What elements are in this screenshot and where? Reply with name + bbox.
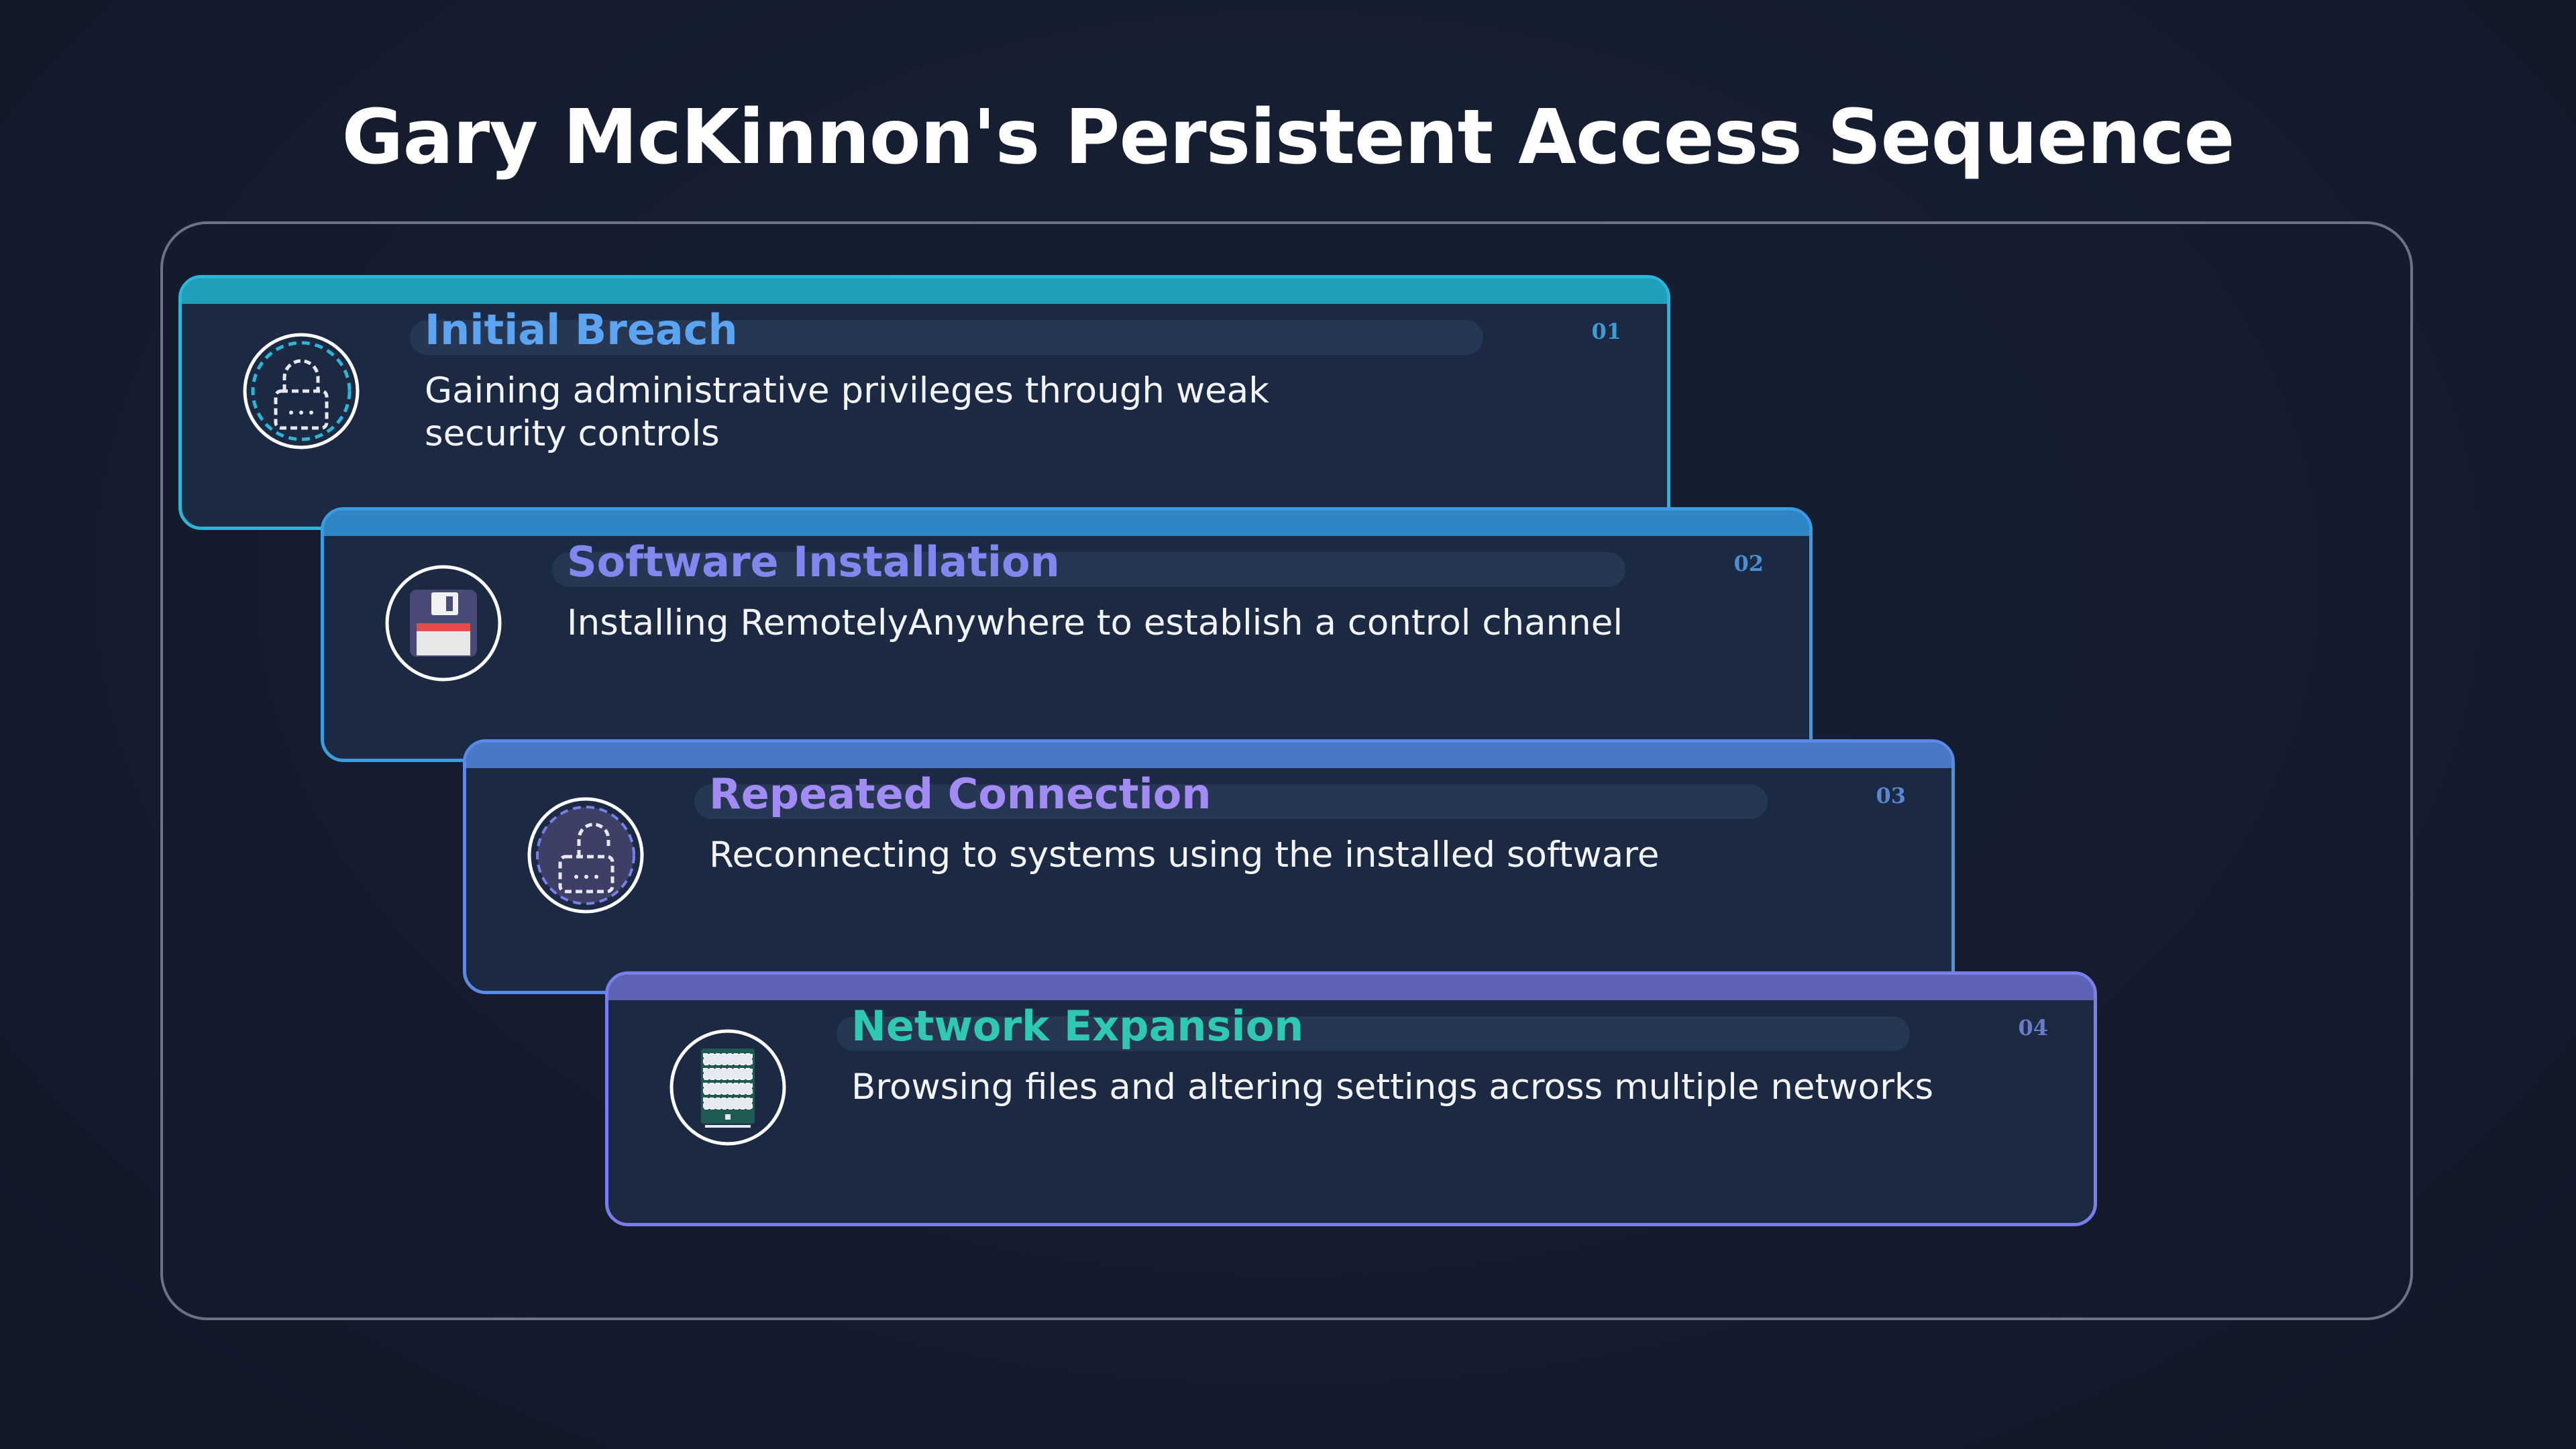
step-card-1: Initial Breach Gaining administrative pr…	[178, 275, 1670, 530]
step-description: Reconnecting to systems using the instal…	[709, 835, 1660, 875]
lock-icon	[241, 331, 362, 451]
step-number: 04	[2018, 1015, 2048, 1040]
step-number: 02	[1733, 551, 1764, 576]
step-number: 03	[1876, 783, 1906, 808]
step-description: Browsing files and altering settings acr…	[851, 1067, 1934, 1108]
step-card-accent-bar	[608, 975, 2094, 1000]
step-number: 01	[1591, 319, 1621, 344]
step-description: Gaining administrative privileges throug…	[425, 370, 1269, 454]
step-card-2: Software Installation Installing Remotel…	[321, 507, 1813, 762]
step-card-accent-bar	[182, 278, 1667, 304]
step-title: Initial Breach	[425, 305, 738, 354]
step-card-3: Repeated Connection Reconnecting to syst…	[463, 739, 1955, 994]
step-title-background	[694, 784, 1768, 819]
server-icon	[667, 1027, 788, 1148]
page-title: Gary McKinnon's Persistent Access Sequen…	[341, 94, 2235, 181]
step-title-background	[552, 552, 1625, 587]
step-card-accent-bar	[324, 511, 1809, 536]
step-title: Network Expansion	[851, 1002, 1304, 1051]
step-card-4: Network Expansion Browsing files and alt…	[605, 971, 2097, 1226]
step-title-background	[837, 1016, 1910, 1051]
step-card-accent-bar	[466, 743, 1951, 768]
floppy-disk-icon	[383, 563, 504, 684]
step-title: Repeated Connection	[709, 769, 1212, 818]
step-title: Software Installation	[567, 537, 1060, 586]
step-description: Installing RemotelyAnywhere to establish…	[567, 602, 1623, 643]
step-title-background	[410, 320, 1483, 355]
unlock-icon	[525, 795, 646, 916]
